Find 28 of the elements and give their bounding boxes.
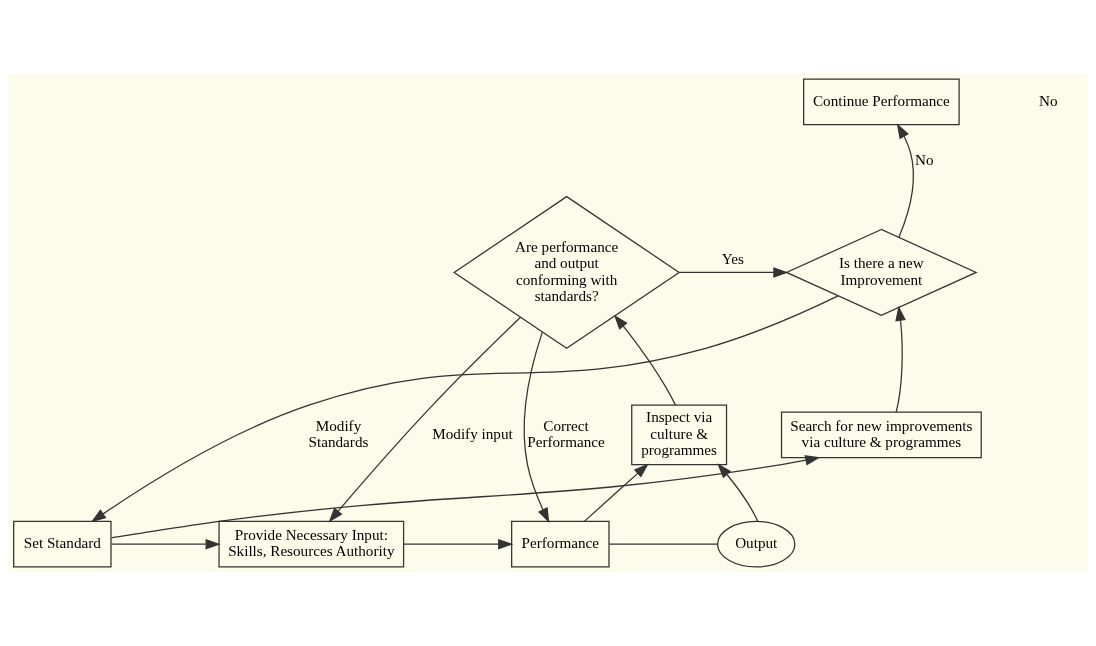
node-box: Inspect via culture & programmes [631,404,728,466]
edge-label: Correct Performance [527,416,605,450]
arrow [328,316,522,523]
arrow [90,295,839,523]
node-box: Set Standard [13,520,112,568]
node-ellipse: Output [717,520,796,568]
node-box: Provide Necessary Input: Skills, Resources Authority [218,520,405,568]
arrow [895,305,906,413]
arrow [717,463,759,522]
node-box: Continue Performance [803,78,960,126]
arrow [523,331,550,524]
node-box: Search for new improvements via culture & programmes [780,411,982,459]
edge-label: Modify input [432,424,513,442]
arrow [678,267,789,278]
arrow [583,463,649,522]
arrow [403,538,514,550]
edge-label: Yes [721,250,744,268]
node-diamond: Is there a new Improvement [785,228,978,317]
label: No [1038,91,1058,109]
connector [608,543,718,545]
arrow [110,538,221,550]
edge-label: No [915,150,934,168]
edge-label: Modify Standards [308,416,369,450]
node-diamond: Are performance and output conforming with standards? [453,195,681,350]
arrow [613,314,677,406]
node-box: Performance [511,520,610,568]
arrow [110,455,821,539]
arrow [896,123,914,238]
